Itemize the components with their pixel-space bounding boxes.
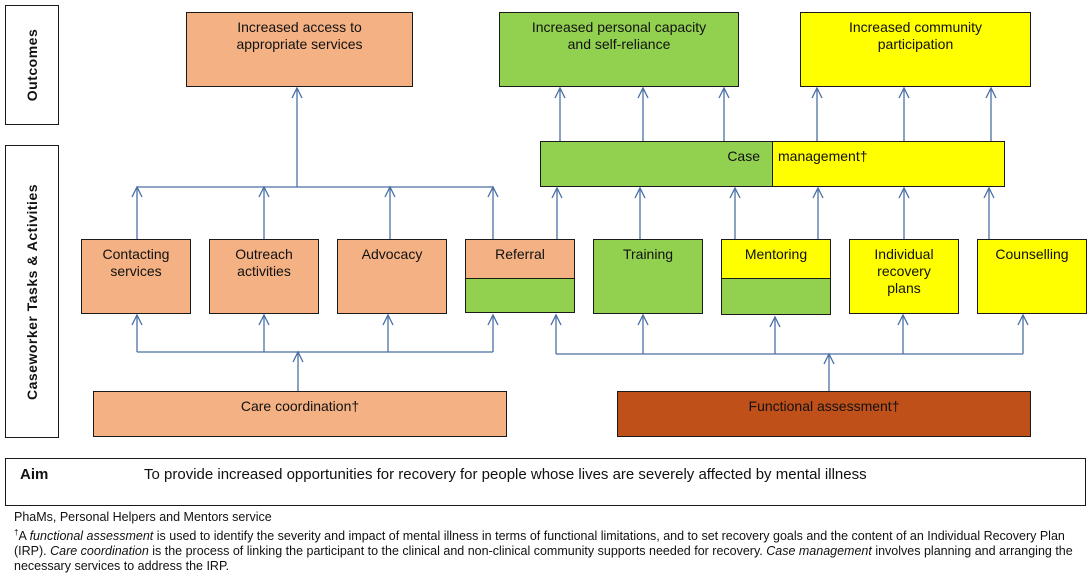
arrowhead-icon <box>637 313 649 326</box>
outcome-community-participation: Increased community participation <box>800 12 1031 87</box>
arrowhead-icon <box>812 186 824 199</box>
aim-box: Aim To provide increased opportunities f… <box>5 458 1086 506</box>
tasks-side-label: Caseworker Tasks & Activities <box>5 145 59 438</box>
aim-text: To provide increased opportunities for r… <box>144 466 867 483</box>
activity-counselling: Counselling <box>977 239 1087 314</box>
outcome-label: Increased access to appropriate services <box>236 19 363 52</box>
mentoring-green-band <box>722 279 830 314</box>
activity-label: Training <box>622 246 674 262</box>
arrowhead-icon <box>634 186 646 199</box>
dagger-footnote: †A functional assessment is used to iden… <box>14 525 1084 574</box>
arrowhead-icon <box>898 86 910 99</box>
arrowhead-icon <box>258 185 270 198</box>
activity-contacting-services: Contacting services <box>81 239 191 314</box>
arrowhead-icon <box>1017 313 1029 326</box>
activity-training: Training <box>593 239 703 314</box>
tasks-label-text: Caseworker Tasks & Activities <box>24 183 40 400</box>
arrowhead-icon <box>729 186 741 199</box>
abbreviation-note: PhaMs, Personal Helpers and Mentors serv… <box>14 510 272 524</box>
footnote-text: is the process of linking the participan… <box>148 544 767 559</box>
case-management-right-text: management† <box>778 148 868 164</box>
footnote-text: A <box>18 529 30 544</box>
arrowhead-icon <box>487 185 499 198</box>
arrowhead-icon <box>131 185 143 198</box>
arrowhead-icon <box>718 86 730 99</box>
activity-label: Contacting services <box>102 246 170 279</box>
care-coordination-box: Care coordination† <box>93 391 507 437</box>
arrowhead-icon <box>554 86 566 99</box>
arrowhead-icon <box>983 186 995 199</box>
dagger-symbol: † <box>14 528 19 537</box>
arrowhead-icon <box>550 313 562 326</box>
case-management-left-text: Case <box>727 148 760 164</box>
arrowhead-icon <box>823 352 835 365</box>
arrowhead-icon <box>811 86 823 99</box>
arrowhead-icon <box>291 86 303 99</box>
arrowhead-icon <box>292 350 304 363</box>
case-management-green: Case <box>540 141 773 187</box>
arrowhead-icon <box>897 313 909 326</box>
outcome-personal-capacity: Increased personal capacity and self-rel… <box>499 12 739 87</box>
outcomes-side-label: Outcomes <box>5 5 59 125</box>
case-management-yellow: management† <box>772 141 1005 187</box>
term-case-management: Case management <box>766 544 872 559</box>
activity-mentoring: Mentoring <box>721 239 831 315</box>
arrowhead-icon <box>551 186 563 199</box>
term-functional-assessment: functional assessment <box>29 529 154 544</box>
aim-label: Aim <box>20 466 49 483</box>
arrowhead-icon <box>985 86 997 99</box>
functional-assessment-box: Functional assessment† <box>617 391 1031 437</box>
activity-individual-recovery-plans: Individual recovery plans <box>849 239 959 314</box>
arrowhead-icon <box>898 186 910 199</box>
arrowhead-icon <box>637 86 649 99</box>
footnote-text: involves planning and arranging the nece… <box>14 544 1073 574</box>
outcomes-label-text: Outcomes <box>24 28 40 102</box>
activity-label: Mentoring <box>722 240 830 279</box>
arrowhead-icon <box>769 315 781 328</box>
outcome-access-services: Increased access to appropriate services <box>186 12 413 87</box>
activity-referral: Referral <box>465 239 575 313</box>
arrowhead-icon <box>382 313 394 326</box>
activity-label: Outreach activities <box>235 246 293 279</box>
footnote-text: is used to identify the severity and imp… <box>14 529 1065 559</box>
activity-label: Counselling <box>995 246 1069 262</box>
activity-outreach: Outreach activities <box>209 239 319 314</box>
activity-label: Referral <box>466 240 574 279</box>
referral-green-band <box>466 279 574 312</box>
arrowhead-icon <box>487 313 499 326</box>
activity-label: Individual recovery plans <box>874 246 934 296</box>
activity-label: Advocacy <box>361 246 423 262</box>
arrowhead-icon <box>384 185 396 198</box>
functional-assessment-label: Functional assessment† <box>748 398 900 414</box>
term-care-coordination: Care coordination <box>50 544 149 559</box>
arrowhead-icon <box>258 313 270 326</box>
outcome-label: Increased personal capacity and self-rel… <box>531 19 707 52</box>
care-coordination-label: Care coordination† <box>240 398 360 414</box>
arrowhead-icon <box>131 313 143 326</box>
activity-advocacy: Advocacy <box>337 239 447 314</box>
outcome-label: Increased community participation <box>848 19 983 52</box>
